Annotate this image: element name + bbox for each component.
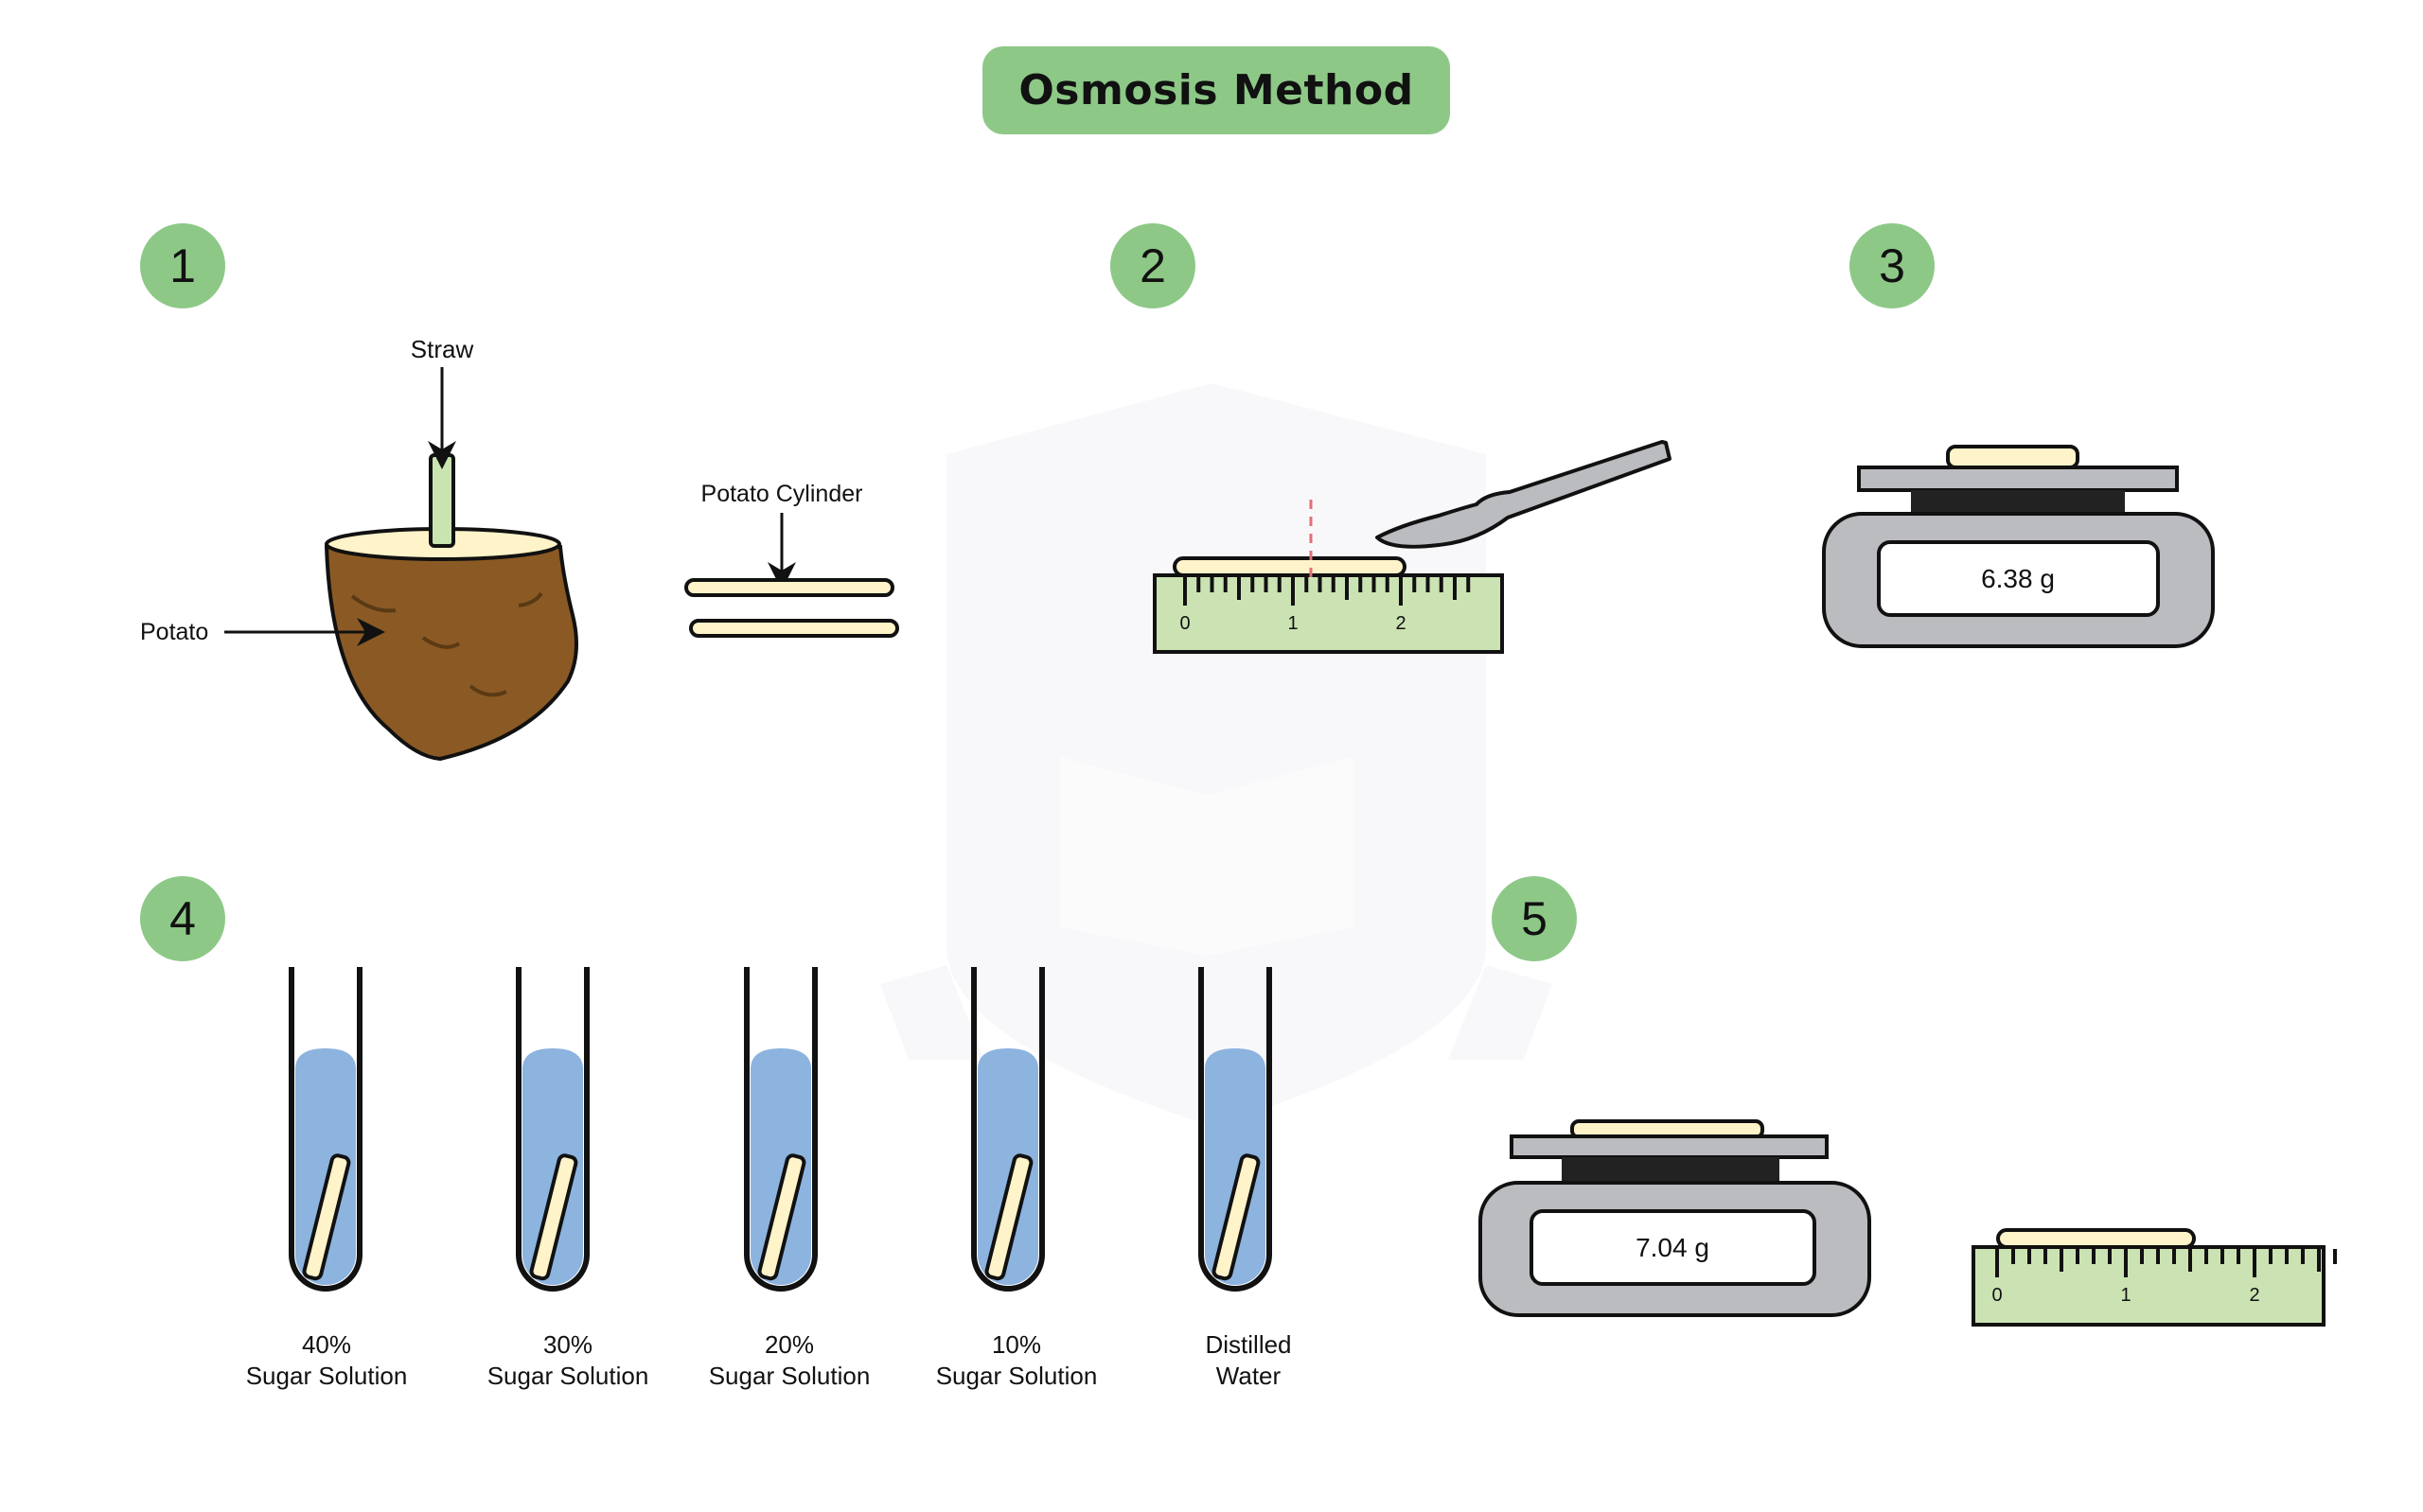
step-number: 3 bbox=[1879, 239, 1905, 292]
step3-group: 6.38 g bbox=[1822, 445, 2215, 648]
step-badge-2: 2 bbox=[1110, 223, 1195, 308]
ruler bbox=[1153, 573, 1504, 654]
scale-display bbox=[1530, 1209, 1816, 1286]
step4-group bbox=[289, 967, 1272, 1292]
potato-cylinder-in-tube bbox=[529, 1153, 578, 1281]
ruler-label-1: 1 bbox=[1287, 613, 1298, 634]
step-badge-4: 4 bbox=[140, 876, 225, 961]
scale-platform bbox=[1857, 466, 2179, 492]
tube-glass bbox=[971, 967, 1045, 1292]
tube-glass bbox=[516, 967, 590, 1292]
step-badge-3: 3 bbox=[1849, 223, 1935, 308]
potato-label: Potato bbox=[140, 619, 208, 645]
step-number: 4 bbox=[169, 892, 196, 945]
potato-cylinder-in-tube bbox=[302, 1153, 351, 1281]
ruler-label-2: 2 bbox=[1395, 613, 1406, 634]
solution-liquid bbox=[522, 1048, 583, 1285]
ruler bbox=[1972, 1245, 2326, 1327]
tube-label-line1: Distilled bbox=[1205, 1330, 1291, 1359]
scale-platform bbox=[1510, 1134, 1829, 1159]
scale-display bbox=[1877, 540, 2160, 617]
page-title: Osmosis Method bbox=[1018, 66, 1414, 114]
test-tube bbox=[971, 967, 1045, 1292]
straw-label: Straw bbox=[411, 335, 474, 363]
tube-label-line1: 30% bbox=[543, 1330, 592, 1359]
step-number: 5 bbox=[1521, 892, 1548, 945]
straw bbox=[429, 453, 455, 548]
scale-sample bbox=[1946, 445, 2079, 469]
test-tube bbox=[1198, 967, 1272, 1292]
title-banner: Osmosis Method bbox=[982, 46, 1450, 134]
tube-glass bbox=[744, 967, 818, 1292]
potato-cylinder-on-ruler bbox=[1173, 556, 1406, 577]
potato-body bbox=[324, 545, 578, 762]
tube-label-line1: 10% bbox=[992, 1330, 1041, 1359]
test-tube bbox=[744, 967, 818, 1292]
potato-cylinder-label: Potato Cylinder bbox=[701, 481, 863, 507]
step-badge-1: 1 bbox=[140, 223, 225, 308]
step5-group: 7.04 g 0 1 2 bbox=[1478, 1119, 2337, 1327]
scale-neck bbox=[1911, 490, 2125, 515]
ruler-ticks bbox=[1183, 577, 1471, 606]
tube-glass bbox=[1198, 967, 1272, 1292]
tube-label-line1: 40% bbox=[302, 1330, 351, 1359]
ruler-ticks bbox=[1995, 1249, 2337, 1277]
test-tube bbox=[289, 967, 363, 1292]
solution-liquid bbox=[751, 1048, 811, 1285]
tube-label-line1: 20% bbox=[765, 1330, 814, 1359]
scale-reading: 6.38 g bbox=[1981, 564, 2055, 593]
potato-cylinder-in-tube bbox=[984, 1153, 1034, 1281]
tube-label-line2: Sugar Solution bbox=[487, 1362, 649, 1390]
solution-liquid bbox=[1205, 1048, 1265, 1285]
ruler-label-0: 0 bbox=[1991, 1285, 2002, 1306]
ruler-label-0: 0 bbox=[1179, 613, 1190, 634]
step2-group: 0 1 2 bbox=[1153, 440, 1671, 654]
ruler-label-1: 1 bbox=[2120, 1285, 2131, 1306]
tube-label-line2: Water bbox=[1216, 1362, 1282, 1390]
scale-reading: 7.04 g bbox=[1636, 1233, 1709, 1262]
step-number: 2 bbox=[1140, 239, 1166, 292]
potato-cylinder bbox=[684, 578, 894, 597]
test-tube bbox=[516, 967, 590, 1292]
potato-cylinder-in-tube bbox=[757, 1153, 806, 1281]
tube-label-line2: Sugar Solution bbox=[709, 1362, 871, 1390]
ruler-label-2: 2 bbox=[2249, 1285, 2259, 1306]
tube-glass bbox=[289, 967, 363, 1292]
step1-group: Straw Potato Potato Cylinder bbox=[140, 335, 899, 762]
potato-cylinder-on-ruler bbox=[1996, 1228, 2196, 1249]
step-number: 1 bbox=[169, 239, 196, 292]
scale-neck bbox=[1562, 1157, 1779, 1184]
scalpel-icon bbox=[1375, 440, 1671, 549]
solution-liquid bbox=[978, 1048, 1038, 1285]
tube-label-line2: Sugar Solution bbox=[246, 1362, 408, 1390]
tube-label-line2: Sugar Solution bbox=[936, 1362, 1098, 1390]
potato-cylinder-in-tube bbox=[1212, 1153, 1261, 1281]
potato-cylinder bbox=[689, 619, 899, 638]
step-badge-5: 5 bbox=[1492, 876, 1577, 961]
solution-liquid bbox=[295, 1048, 356, 1285]
